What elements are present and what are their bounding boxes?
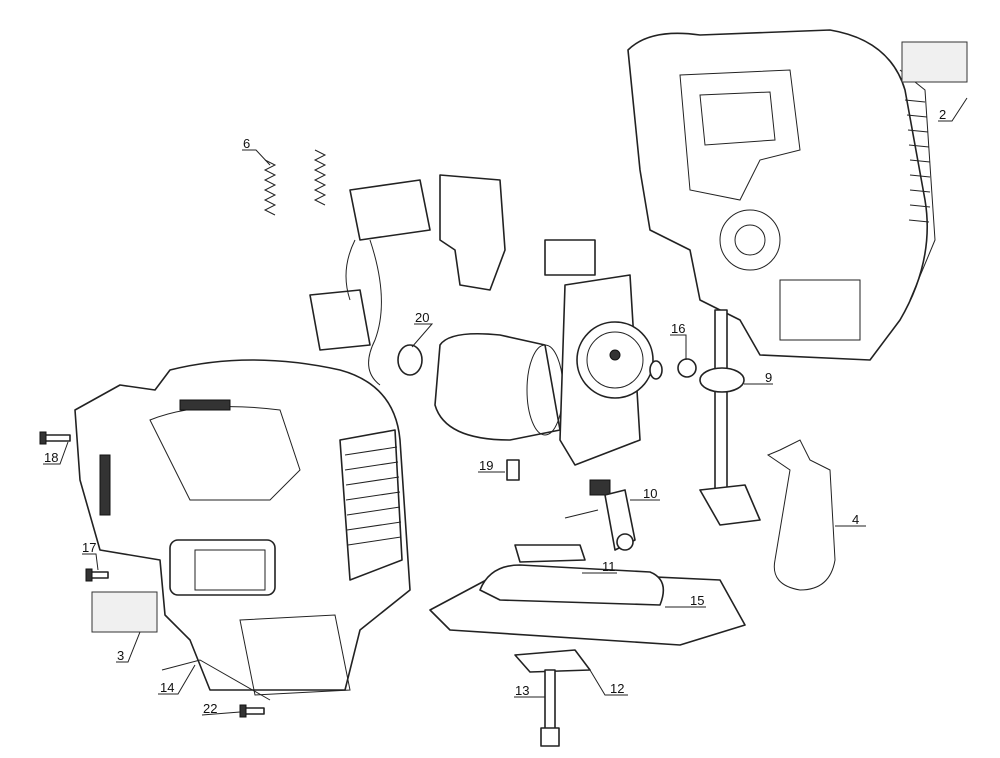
- callout-13: 13: [514, 683, 545, 698]
- callout-19: 19: [478, 458, 505, 473]
- svg-text:3: 3: [117, 648, 124, 663]
- callout-12: 12: [589, 669, 628, 696]
- callout-22: 22: [201, 701, 241, 716]
- svg-text:2: 2: [939, 107, 946, 122]
- callout-20: 20: [411, 310, 434, 348]
- roller-guide: [564, 479, 636, 551]
- pin: [506, 459, 520, 481]
- svg-text:4: 4: [852, 512, 859, 527]
- springs: [263, 149, 327, 216]
- svg-text:13: 13: [515, 683, 529, 698]
- callout-2: 2: [938, 97, 968, 122]
- callout-18: 18: [43, 441, 69, 465]
- housing-half: [627, 29, 936, 361]
- callout-15: 15: [665, 593, 706, 608]
- callout-4: 4: [835, 512, 866, 527]
- clamp-plate: [514, 649, 591, 673]
- callout-17: 17: [82, 540, 99, 571]
- callout-16: 16: [670, 321, 687, 360]
- svg-text:18: 18: [44, 450, 58, 465]
- shoe: [429, 564, 746, 646]
- screw-22: [239, 704, 265, 718]
- callout-9: 9: [744, 370, 773, 385]
- brush-holder: [544, 239, 596, 276]
- screw-17: [85, 568, 109, 582]
- jigsaw-assembled: [74, 359, 411, 696]
- hex-key: [161, 659, 271, 701]
- ring: [397, 344, 423, 376]
- gear-housing: [559, 274, 654, 466]
- svg-text:11: 11: [602, 559, 616, 574]
- callout-14: 14: [158, 664, 196, 695]
- svg-text:16: 16: [671, 321, 685, 336]
- bearing: [677, 358, 697, 378]
- plunger-assembly: [699, 309, 761, 526]
- callout-10: 10: [630, 486, 660, 501]
- svg-text:9: 9: [765, 370, 772, 385]
- svg-text:20: 20: [415, 310, 429, 325]
- label-blank-2: [901, 41, 968, 83]
- svg-text:10: 10: [643, 486, 657, 501]
- blade-guard-wire: [766, 439, 836, 591]
- svg-text:22: 22: [203, 701, 217, 716]
- motor: [434, 332, 564, 441]
- callout-6: 6: [242, 136, 271, 166]
- small-ring: [649, 360, 663, 380]
- switch-wiring: [309, 174, 506, 386]
- callout-3: 3: [116, 631, 141, 663]
- label-blank-3: [91, 591, 158, 633]
- clip: [514, 544, 586, 563]
- svg-text:14: 14: [160, 680, 174, 695]
- svg-text:17: 17: [82, 540, 96, 555]
- bolt: [540, 669, 560, 747]
- svg-text:19: 19: [479, 458, 493, 473]
- screw-18: [39, 431, 71, 445]
- callout-11: 11: [582, 559, 617, 574]
- svg-text:15: 15: [690, 593, 704, 608]
- svg-text:6: 6: [243, 136, 250, 151]
- svg-text:12: 12: [610, 681, 624, 696]
